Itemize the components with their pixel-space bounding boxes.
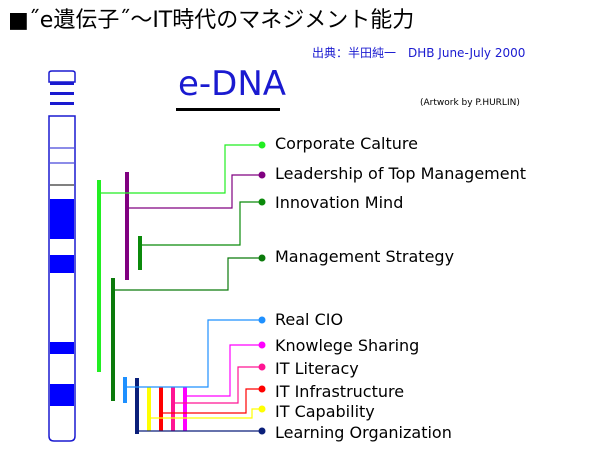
trait-corporate-culture: Corporate Calture bbox=[275, 134, 418, 153]
trait-innovation-mind: Innovation Mind bbox=[275, 193, 404, 212]
trait-learning-organization: Learning Organization bbox=[275, 423, 452, 442]
source-citation: 出典：半田純一 DHB June-July 2000 bbox=[312, 46, 526, 60]
trait-knowledge-sharing: Knowlege Sharing bbox=[275, 336, 420, 355]
slide-title: ■˝e遺伝子˝～IT時代のマネジメント能力 bbox=[8, 8, 415, 33]
trait-management-strategy: Management Strategy bbox=[275, 247, 455, 266]
trait-it-infrastructure: IT Infrastructure bbox=[275, 382, 405, 401]
connector-lines bbox=[101, 144, 261, 432]
artwork-credit: (Artwork by P.HURLIN) bbox=[420, 98, 520, 108]
trait-leadership: Leadership of Top Management bbox=[275, 164, 527, 183]
heading-underline bbox=[176, 108, 280, 111]
chromosome-icon bbox=[48, 70, 76, 442]
trait-dots bbox=[258, 141, 266, 435]
trait-it-literacy: IT Literacy bbox=[275, 359, 359, 378]
gene-bars bbox=[97, 172, 187, 434]
edna-heading: e-DNA bbox=[178, 64, 287, 104]
trait-real-cio: Real CIO bbox=[275, 310, 344, 329]
trait-it-capability: IT Capability bbox=[275, 402, 375, 421]
